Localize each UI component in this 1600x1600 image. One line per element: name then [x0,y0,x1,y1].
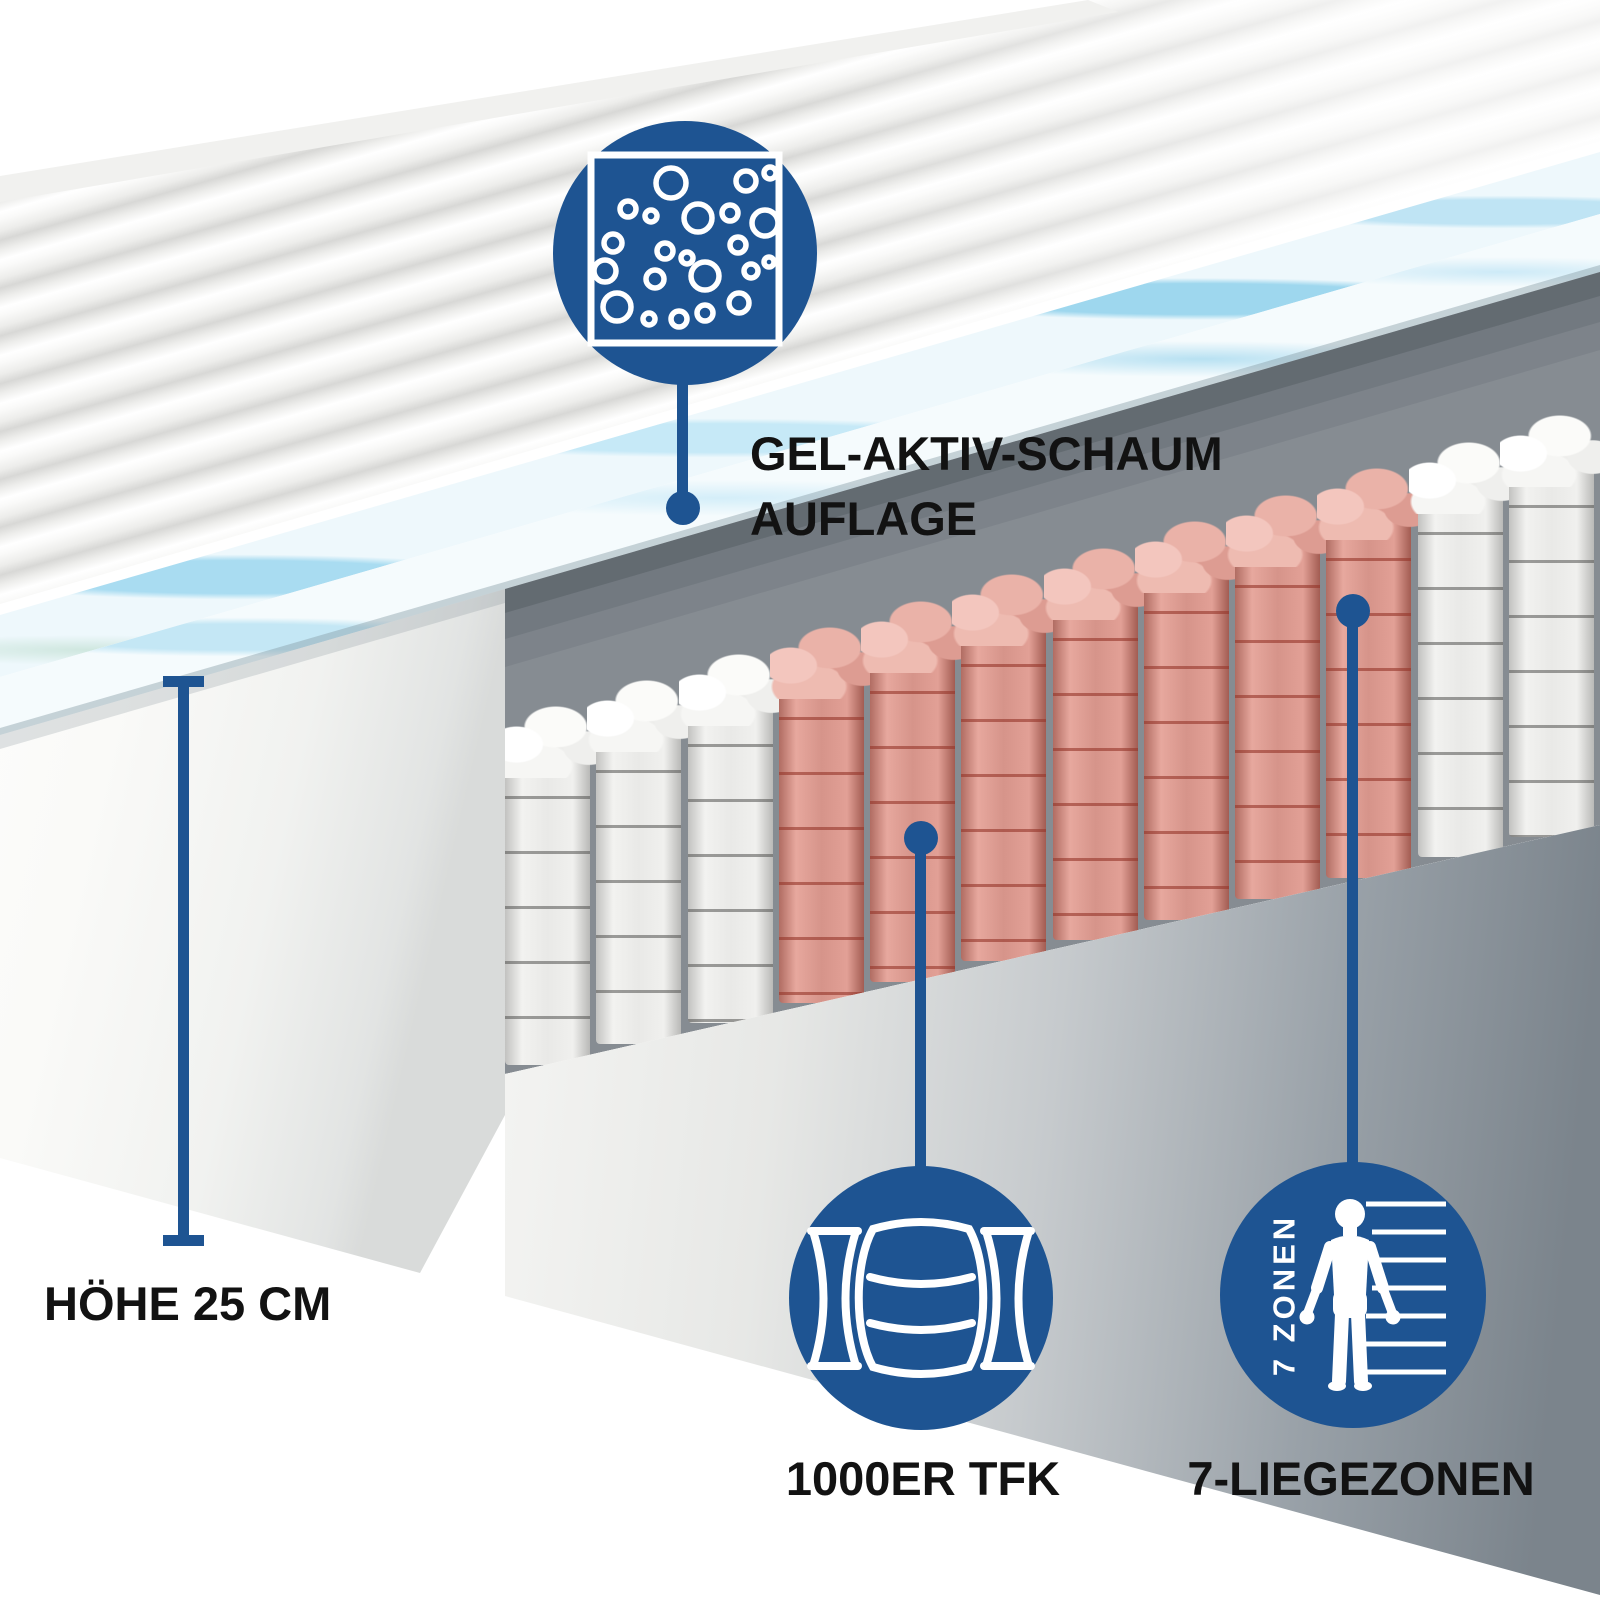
zones-label: 7-LIEGEZONEN [1187,1452,1535,1505]
foam-bubbles-icon [587,151,783,347]
pocket-spring-column-white [505,690,599,1065]
pocket-spring-column-red [769,610,873,1003]
pocket-spring-column-red [1317,452,1421,879]
measure-line [178,676,189,1246]
gel-callout-dot [666,491,700,525]
pocket-spring-column-red [1226,478,1329,899]
zones-callout-stem [1347,611,1358,1167]
gel-callout-circle [553,121,817,385]
pocket-spring-icon [807,1218,1035,1378]
gel-callout-stem [677,380,688,510]
pocket-spring-column-white [678,637,782,1024]
measure-bottom-bar [163,1235,204,1246]
zones-vertical-text: 7 ZONEN [1267,1214,1302,1376]
pocket-spring-column-red [1134,505,1238,920]
pocket-spring-column-red [952,558,1056,962]
pocket-spring-column-white [1408,425,1512,858]
tfk-callout-circle [789,1166,1053,1430]
body-zones-icon: 7 ZONEN [1267,1199,1446,1391]
zones-callout-circle: 7 ZONEN [1220,1162,1486,1428]
tfk-label: 1000ER TFK [785,1452,1061,1505]
tfk-callout-stem [915,838,926,1170]
pocket-spring-column-red [861,584,964,982]
gel-label-line1: GEL-AKTIV-SCHAUM [750,427,1223,480]
pocket-spring-column-red [1043,531,1147,941]
pocket-spring-column-white [587,663,691,1045]
height-label: HÖHE 25 CM [44,1277,332,1330]
pocket-spring-column-white [1499,399,1600,837]
gel-label: GEL-AKTIV-SCHAUM AUFLAGE [750,421,1223,551]
gel-label-line2: AUFLAGE [750,492,978,545]
